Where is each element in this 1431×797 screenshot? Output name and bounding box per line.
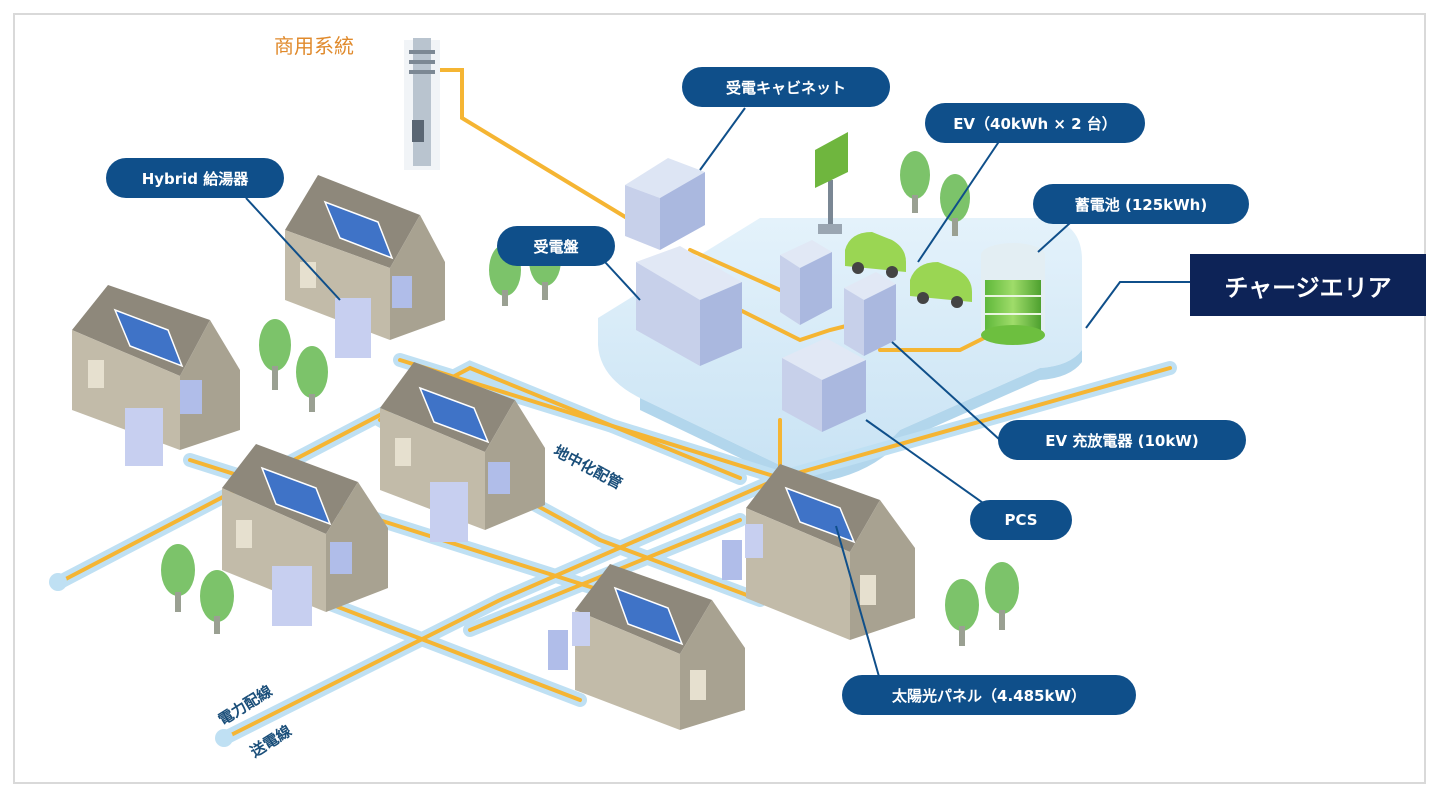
ev-label: EV（40kWh × 2 台）: [925, 103, 1145, 143]
house-5-icon: [722, 464, 915, 640]
conduit-end-left: [49, 573, 67, 591]
pcs-icon: [782, 338, 866, 432]
house-2-icon: [72, 285, 240, 466]
ev-charger-label: EV 充放電器 (10kW): [998, 420, 1246, 460]
receiving-panel-label: 受電盤: [497, 226, 615, 266]
charge-area-label: チャージエリア: [1190, 254, 1426, 316]
battery-icon: [981, 243, 1045, 345]
conduit-end-bottom: [215, 729, 233, 747]
receiving-cabinet-label: 受電キャビネット: [682, 67, 890, 107]
ev-charger-icon: [780, 240, 896, 356]
receiving-cabinet-icon: [625, 158, 705, 250]
battery-label: 蓄電池 (125kWh): [1033, 184, 1249, 224]
leader-lines: [245, 107, 1190, 681]
signboard-icon: [815, 132, 848, 234]
hybrid-water-heater-label: Hybrid 給湯器: [106, 158, 284, 198]
commercial-grid-label: 商用系統: [274, 34, 354, 58]
house-4-icon: [222, 444, 388, 626]
house-3-icon: [380, 362, 545, 542]
pcs-label: PCS: [970, 500, 1072, 540]
ev-car-icon: [845, 232, 972, 308]
solar-panel-label: 太陽光パネル（4.485kW）: [842, 675, 1136, 715]
receiving-panel-icon: [636, 246, 742, 366]
house-1-icon: [285, 175, 445, 358]
house-6-icon: [548, 564, 745, 730]
utility-pole-icon: [404, 38, 440, 170]
